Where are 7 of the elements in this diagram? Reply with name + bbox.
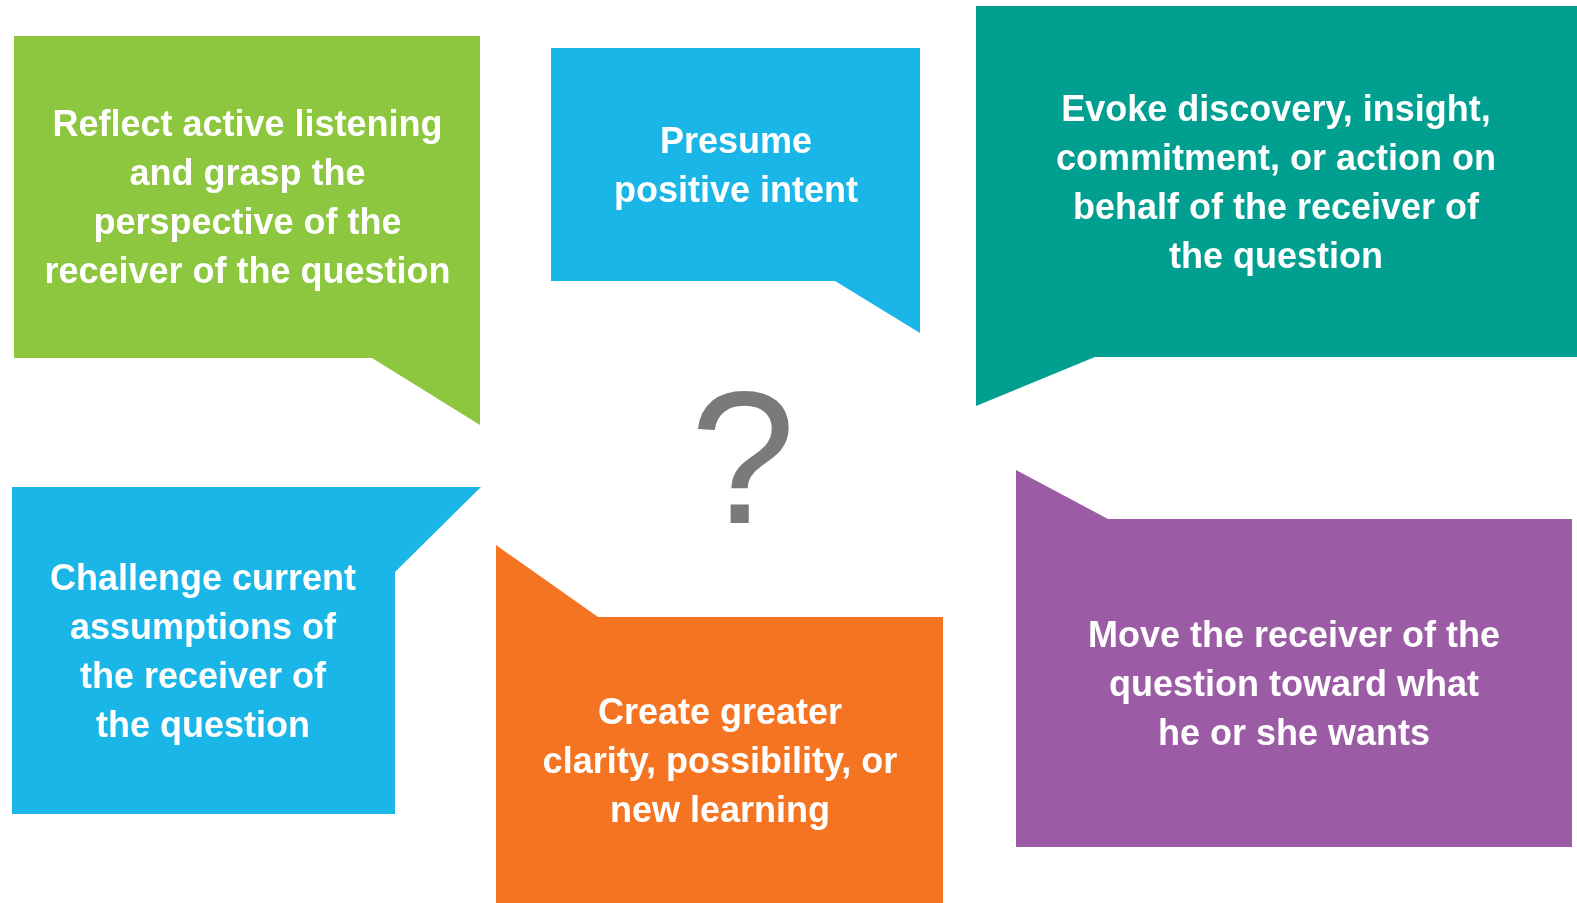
bubble-text: Challenge current assumptions of the receiver of the question <box>48 555 358 747</box>
question-mark: ? <box>690 362 796 552</box>
bubble-text: Presume positive intent <box>613 118 859 212</box>
bubble-text: Move the receiver of the question toward what he or she wants <box>1086 612 1502 755</box>
bubble-text: Create greater clarity, possibility, or new learning <box>541 689 899 832</box>
bubble-text: Evoke discovery, insight, commitment, or action on behalf of the receiver of the question <box>1054 86 1497 278</box>
bubble-text: Reflect active listening and grasp the perspective of the receiver of the question <box>43 102 452 293</box>
